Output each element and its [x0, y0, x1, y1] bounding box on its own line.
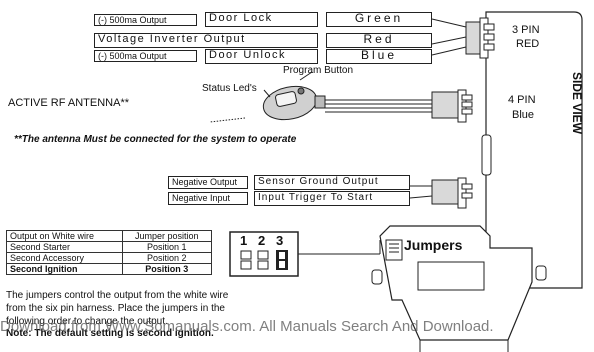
harness-bottom-type-1: Negative Output: [168, 176, 248, 189]
table-cell: Position 3: [121, 263, 212, 275]
table-row: Second Accessory Position 2: [6, 252, 212, 264]
side-view-label: SIDE VIEW: [570, 71, 584, 134]
plug-2pin: [431, 179, 459, 205]
table-cell: Second Ignition: [6, 263, 123, 275]
jumper-table-header-output: Output on White wire: [6, 230, 123, 242]
jumper-text-line2: from the six pin harness. Place the jump…: [6, 303, 225, 314]
connector-3pin-line1: 3 PIN: [512, 24, 540, 36]
program-button-label: Program Button: [283, 65, 354, 76]
harness-top-function-1: Door Lock: [205, 12, 318, 27]
jumper-table-header: Output on White wire Jumper position: [6, 230, 212, 242]
table-cell: Second Accessory: [6, 252, 123, 264]
harness-top-wire-green: Green: [326, 12, 432, 27]
harness-top-function-3: Door Unlock: [205, 49, 318, 64]
jumper-digit-2: 2: [258, 233, 266, 248]
jumper-digit-3: 3: [276, 233, 284, 248]
table-cell: Position 1: [121, 241, 212, 253]
harness-top-wire-red: Red: [326, 33, 432, 48]
table-cell: Second Starter: [6, 241, 123, 253]
module-side-outline: [485, 11, 583, 289]
harness-top-output-2: Voltage Inverter Output: [94, 33, 318, 48]
side-slot: [481, 134, 492, 176]
plug-3pin: [465, 21, 481, 55]
table-row: Second Ignition Position 3: [6, 263, 212, 275]
status-leds-label: Status Led's: [202, 83, 257, 94]
program-button-dot: [297, 87, 305, 95]
jumper-text-line3: following order to change the output.: [6, 316, 168, 327]
connector-4pin-line2: Blue: [512, 109, 535, 121]
antenna-note: **The antenna Must be connected for the …: [14, 134, 297, 145]
harness-top-output-3: (-) 500ma Output: [94, 50, 197, 62]
default-setting-note: Note: The default setting is second igni…: [6, 328, 214, 339]
connector-4pin-line1: 4 PIN: [508, 94, 536, 106]
plug-4pin: [431, 91, 459, 119]
jumper-table-header-position: Jumper position: [121, 230, 212, 242]
harness-bottom-function-2: Input Trigger To Start: [254, 191, 410, 206]
harness-top-wire-blue: Blue: [326, 49, 432, 64]
harness-bottom-function-1: Sensor Ground Output: [254, 175, 410, 190]
connector-3pin-line2: RED: [516, 38, 540, 50]
jumper-text-line1: The jumpers control the output from the …: [6, 290, 229, 301]
jumpers-label: Jumpers: [404, 237, 463, 253]
table-cell: Position 2: [121, 252, 212, 264]
table-row: Second Starter Position 1: [6, 241, 212, 253]
watermark-text: Download from Www.Somanuals.com. All Man…: [0, 318, 494, 335]
jumper-table: Output on White wire Jumper position Sec…: [6, 230, 212, 275]
antenna-label: ACTIVE RF ANTENNA**: [8, 97, 130, 109]
harness-bottom-type-2: Negative Input: [168, 192, 248, 205]
jumper-digit-1: 1: [240, 233, 248, 248]
harness-top-output-1: (-) 500ma Output: [94, 14, 197, 26]
